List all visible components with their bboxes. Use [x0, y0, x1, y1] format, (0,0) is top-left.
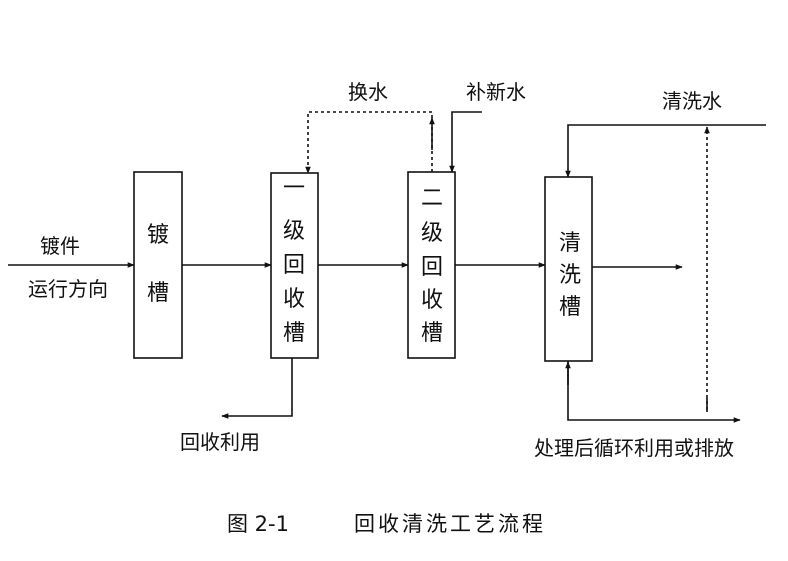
- figure-number: 图 2-1: [227, 512, 289, 536]
- workpiece-label: 镀件: [40, 234, 80, 258]
- recovery-use-label: 回收利用: [180, 430, 260, 454]
- recovery-tank-2-label: 二 级 回 收 槽: [421, 186, 443, 346]
- recovery-tank-2-box: [407, 171, 456, 359]
- figure-title: 回收清洗工艺流程: [354, 512, 546, 536]
- tank-char: 一: [283, 176, 305, 201]
- plating-tank-box: [133, 171, 183, 359]
- recovery-tank-1-box: [270, 172, 319, 359]
- recovery-outlet-line: [221, 358, 293, 419]
- rinse-water-inlet-line: [565, 124, 766, 178]
- tank-char: 槽: [283, 321, 305, 346]
- tank-char: 洗: [559, 263, 581, 288]
- direction-label: 运行方向: [28, 277, 108, 301]
- plating-tank-label: 镀 槽: [147, 223, 169, 306]
- tank-char: 级: [421, 221, 443, 246]
- fresh-water-inlet-line: [449, 111, 482, 173]
- tank-char: 收: [283, 287, 305, 312]
- tank-char: 槽: [559, 295, 581, 320]
- tank-char: 回: [283, 253, 305, 278]
- rinse-tank-label: 清 洗 槽: [559, 231, 581, 320]
- fresh-water-label: 补新水: [466, 80, 526, 104]
- tank-char: 收: [421, 288, 443, 313]
- rinse-water-label: 清洗水: [662, 89, 722, 113]
- tank-char: 槽: [421, 321, 443, 346]
- discharge-label: 处理后循环利用或排放: [534, 436, 734, 460]
- water-change-dashed-line: [305, 111, 433, 174]
- discharge-line: [567, 361, 741, 423]
- water-change-label: 换水: [348, 80, 388, 104]
- tank-char: 镀: [147, 223, 169, 248]
- tank-char: 槽: [147, 281, 169, 306]
- tank-char: 二: [421, 186, 443, 211]
- recovery-tank-1-label: 一 级 回 收 槽: [283, 176, 305, 346]
- tank-char: 级: [283, 219, 305, 244]
- tank-char: 清: [559, 231, 581, 256]
- tank-char: 回: [421, 255, 443, 280]
